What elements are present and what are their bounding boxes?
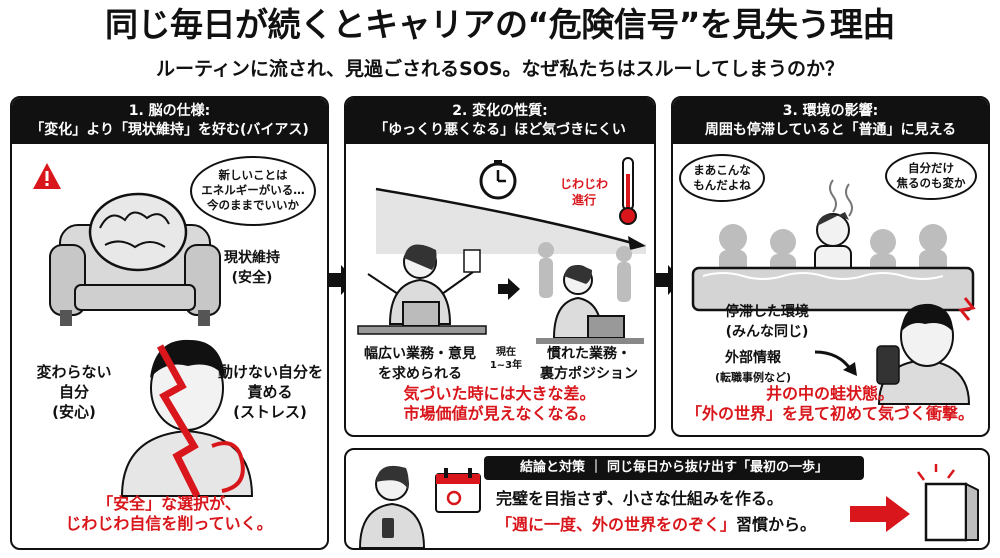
woman-pointing-illustration: [358, 465, 426, 548]
thought-bubble: 新しいことは エネルギーがいる… 今のままでいいか: [190, 156, 316, 226]
action-highlight: 「週に一度、外の世界をのぞく」: [496, 515, 737, 534]
warning-icon: [33, 163, 61, 189]
panel-subheading: 「変化」より「現状維持」を好む(バイアス): [30, 122, 309, 138]
panel-heading: 1. 脳の仕様:: [128, 103, 211, 119]
small-arrow-right-icon: [498, 278, 520, 300]
bottom-heading: 結論と対策 ｜ 同じ毎日から抜け出す「最初の一歩」: [484, 456, 864, 480]
curved-arrow-icon: [814, 350, 857, 376]
shocked-man-with-phone-illustration: [876, 297, 976, 405]
bathtub-illustration: [691, 179, 975, 312]
decline-slope: [375, 184, 646, 254]
self-blame-label: 動けない自分を 責める (ストレス): [218, 363, 324, 421]
unchanging-self-label: 変わらない 自分 (安心): [36, 363, 112, 421]
stagnant-env-label: 停滞した環境 (みんな同じ): [725, 304, 809, 340]
calendar-icon: [435, 468, 481, 513]
thermometer-icon: [619, 157, 637, 225]
busy-worker-illustration: [357, 244, 487, 335]
page-title: 同じ毎日が続くとキャリアの“危険信号”を見失う理由: [105, 5, 895, 44]
red-arrow-right-icon: [850, 496, 910, 532]
panel-conclusion: 気づいた時には大きな差。 市場価値が見えなくなる。: [403, 384, 596, 423]
open-door-icon: [917, 464, 979, 542]
panel-heading: 2. 変化の性質:: [452, 103, 548, 119]
panel-nature-of-change: 2. 変化の性質: 「ゆっくり悪くなる」ほど気づきにくい じわじわ 進行: [344, 96, 656, 437]
clock-icon: [479, 160, 517, 200]
page-subtitle: ルーティンに流され、見過ごされるSOS。なぜ私たちはスルーしてしまうのか？: [155, 58, 844, 80]
panel-brain-spec: 1. 脳の仕様: 「変化」より「現状維持」を好む(バイアス) 新しいことは エネ…: [10, 96, 329, 550]
thought-line: 今のままでいいか: [207, 198, 299, 212]
panel-header: 3. 環境の影響: 周囲も停滞していると「普通」に見える: [673, 98, 988, 144]
thought-line: エネルギーがいる…: [201, 183, 305, 197]
panel-environment: 3. 環境の影響: 周囲も停滞していると「普通」に見える まあこんな もんだよね…: [671, 96, 990, 437]
status-quo-label: 現状維持 (安全): [224, 250, 280, 286]
panel-header: 2. 変化の性質: 「ゆっくり悪くなる」ほど気づきにくい: [346, 98, 654, 144]
panel-heading: 3. 環境の影響:: [782, 103, 879, 119]
panel-conclusion-action: 結論と対策 ｜ 同じ毎日から抜け出す「最初の一歩」 完璧を目指さず、小さな仕組み…: [344, 448, 990, 550]
stressed-man-illustration: [120, 339, 254, 498]
panel-header: 1. 脳の仕様: 「変化」より「現状維持」を好む(バイアス): [12, 98, 327, 144]
action-line-1: 完璧を目指さず、小さな仕組みを作る。: [496, 489, 783, 508]
armchair-brain-illustration: [49, 192, 221, 326]
gradual-progress-label: じわじわ 進行: [559, 177, 608, 207]
timeline-label: 現在 1~3年: [489, 347, 523, 371]
routine-worker-illustration: [536, 242, 644, 344]
action-line-2: 「週に一度、外の世界をのぞく」習慣から。: [496, 514, 816, 536]
speech-bubble-left: まあこんな もんだよね: [679, 154, 765, 202]
speech-bubble-right: 自分だけ 焦るのも変か: [885, 152, 977, 200]
panel-subheading: 周囲も停滞していると「普通」に見える: [704, 122, 957, 138]
panel-conclusion: 「安全」な選択が、 じわじわ自信を削っていく。: [65, 494, 273, 533]
broad-duties-label: 幅広い業務・意見 を求められる: [364, 346, 476, 382]
thought-line: 新しいことは: [218, 168, 288, 182]
external-info-label: 外部情報 (転職事例など): [714, 350, 792, 384]
routine-duties-label: 慣れた業務・ 裏方ポジション: [540, 346, 638, 382]
panel-conclusion: 井の中の蛙状態。 「外の世界」を見て初めて気づく衝撃。: [685, 384, 974, 423]
panel-subheading: 「ゆっくり悪くなる」ほど気づきにくい: [374, 122, 626, 138]
action-tail: 習慣から。: [736, 515, 817, 534]
